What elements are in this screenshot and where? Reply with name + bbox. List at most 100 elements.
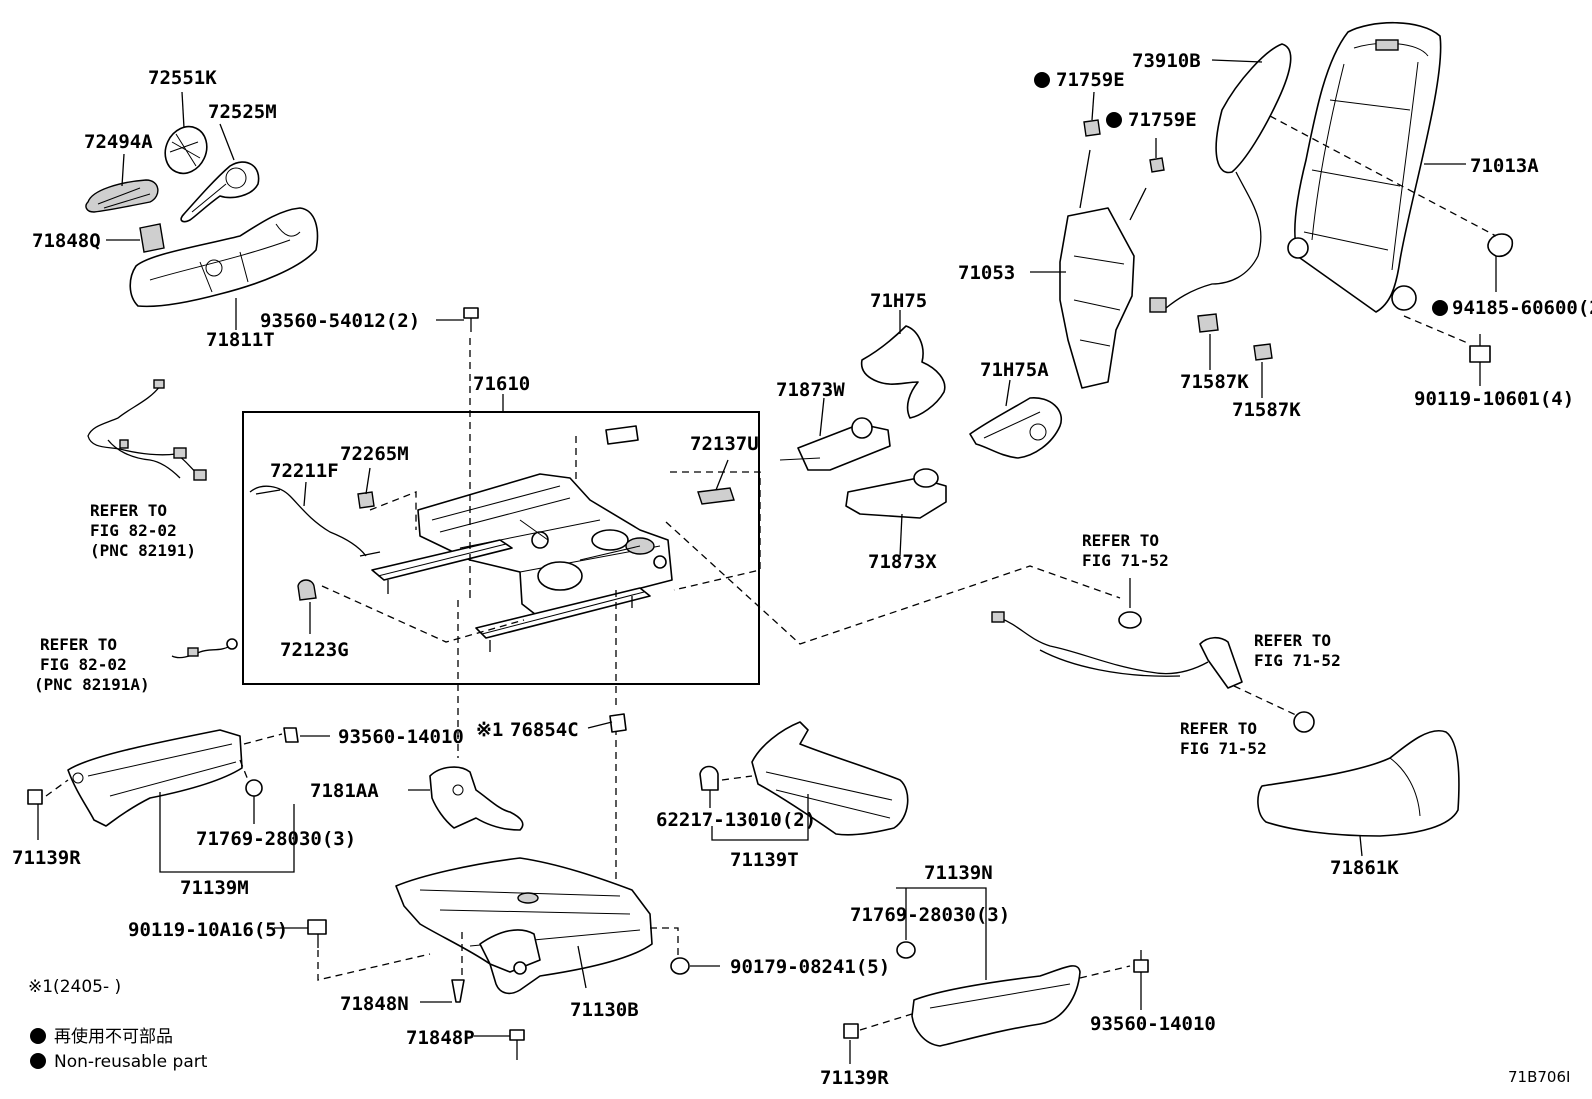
refer-82191A-line2: FIG 82-02 [40, 655, 127, 674]
seat-base-71130B [395, 857, 653, 995]
handle-72525M [180, 161, 260, 223]
bolt-93560-14010-a [283, 727, 299, 743]
lever-72494A [85, 179, 159, 213]
asterisk-mark: ※1 [476, 719, 503, 741]
clip-71759E-b [1149, 157, 1165, 173]
bolt-71139R-b [843, 1023, 859, 1039]
leader-lines [37, 59, 1497, 1064]
bolt-93560-54012 [463, 307, 479, 332]
label-72211F: 72211F [270, 460, 339, 482]
label-71873X: 71873X [868, 551, 937, 573]
label-71861K: 71861K [1330, 857, 1399, 879]
airbag-73910B [1149, 43, 1292, 313]
refer-7152-a-line2: FIG 71-52 [1082, 551, 1169, 570]
refer-7152-c-line1: REFER TO [1180, 719, 1257, 738]
legend-en: Non-reusable part [54, 1052, 208, 1072]
refer-82191-line1: REFER TO [90, 501, 167, 520]
wire-72211F [249, 485, 381, 557]
clip-72265M [357, 491, 375, 509]
label-71848N: 71848N [340, 993, 409, 1015]
label-71139R-a: 71139R [12, 847, 81, 869]
label-71053: 71053 [958, 262, 1015, 284]
label-90179-08241: 90179-08241(5) [730, 956, 890, 978]
shield-71139M [67, 729, 243, 827]
label-71587K-b: 71587K [1232, 399, 1301, 421]
label-71139N: 71139N [924, 862, 993, 884]
clip-71587K-a [1197, 313, 1219, 333]
label-72265M: 72265M [340, 443, 409, 465]
back-frame-71013A [1287, 21, 1442, 313]
non-reusable-dot-94185 [1432, 300, 1448, 316]
shield-71139N [911, 965, 1081, 1047]
legend-jp: 再使用不可部品 [54, 1026, 173, 1047]
label-71139T: 71139T [730, 849, 799, 871]
nut-90179-08241 [670, 957, 690, 975]
bolt-93560-14010-b [1133, 950, 1149, 973]
bolt-71139R-a [27, 789, 43, 805]
knob-72551K [164, 125, 208, 175]
label-71H75A: 71H75A [980, 359, 1049, 381]
seat-adjuster-71610 [371, 473, 673, 652]
label-71759E-b: 71759E [1128, 109, 1197, 131]
bolt-90119-10A16 [307, 919, 327, 948]
label-71H75: 71H75 [870, 290, 927, 312]
diagram-code: 71B706I [1508, 1068, 1570, 1086]
label-7181AA: 7181AA [310, 780, 379, 802]
harness-82191A [171, 638, 238, 659]
bolt-71848P [509, 1029, 525, 1060]
cover-72137U [697, 487, 735, 505]
bracket-71873X [845, 468, 947, 519]
label-71139M: 71139M [180, 877, 249, 899]
label-71139R-b: 71139R [820, 1067, 889, 1089]
label-71811T: 71811T [206, 329, 275, 351]
refer-7152-a-line1: REFER TO [1082, 531, 1159, 550]
label-62217-13010: 62217-13010(2) [656, 809, 816, 831]
refer-7152-c-line2: FIG 71-52 [1180, 739, 1267, 758]
label-71873W: 71873W [776, 379, 845, 401]
label-71130B: 71130B [570, 999, 639, 1021]
legend-dot-jp [30, 1028, 46, 1044]
label-71769-28030-b: 71769-28030(3) [850, 904, 1010, 926]
clip-76854C [609, 713, 627, 733]
pin-71848N [451, 979, 465, 1003]
label-93560-54012: 93560-54012(2) [260, 310, 420, 332]
part-labels: 72551K 72525M 72494A 71848Q 71811T 93560… [12, 50, 1592, 1089]
label-94185-60600: 94185-60600(2) [1452, 297, 1592, 319]
refer-notes: REFER TO FIG 82-02 (PNC 82191) REFER TO … [34, 501, 1341, 758]
label-71848P: 71848P [406, 1027, 475, 1049]
clip-71848Q [139, 223, 165, 253]
refer-82191-line3: (PNC 82191) [90, 541, 196, 560]
refer-7152-b-line2: FIG 71-52 [1254, 651, 1341, 670]
label-71587K-a: 71587K [1180, 371, 1249, 393]
bracket-71H75A [969, 397, 1063, 459]
bracket-7181AA [429, 766, 524, 831]
nut-71769-28030-a [245, 779, 263, 797]
bracket-71873W [779, 417, 891, 471]
bracket-top-72137U [605, 425, 639, 445]
harness-82191 [87, 379, 207, 481]
label-72551K: 72551K [148, 67, 217, 89]
bolt-90119-10601 [1469, 334, 1491, 363]
refer-82191A-line1: REFER TO [40, 635, 117, 654]
nut-71769-28030-b [896, 941, 916, 959]
label-73910B: 73910B [1132, 50, 1201, 72]
label-71759E-a: 71759E [1056, 69, 1125, 91]
label-71013A: 71013A [1470, 155, 1539, 177]
date-note: ※1(2405- ) [28, 977, 121, 997]
legend: ※1(2405- ) 再使用不可部品 Non-reusable part 71B… [28, 977, 1570, 1086]
refer-7152-b-line1: REFER TO [1254, 631, 1331, 650]
nut-94185-60600 [1487, 233, 1514, 258]
label-71769-28030-a: 71769-28030(3) [196, 828, 356, 850]
cushion-71861K [1257, 729, 1460, 837]
label-72494A: 72494A [84, 131, 153, 153]
clip-72123G [297, 579, 317, 601]
side-cover-71811T [129, 207, 319, 308]
label-72525M: 72525M [208, 101, 277, 123]
seatbelt-buckle [991, 611, 1243, 689]
shield-71139T [751, 721, 909, 836]
clip-62217-13010 [699, 765, 719, 791]
grommet-top [1118, 611, 1142, 629]
bracket-71H75 [860, 325, 946, 419]
label-93560-14010-b: 93560-14010 [1090, 1013, 1216, 1035]
